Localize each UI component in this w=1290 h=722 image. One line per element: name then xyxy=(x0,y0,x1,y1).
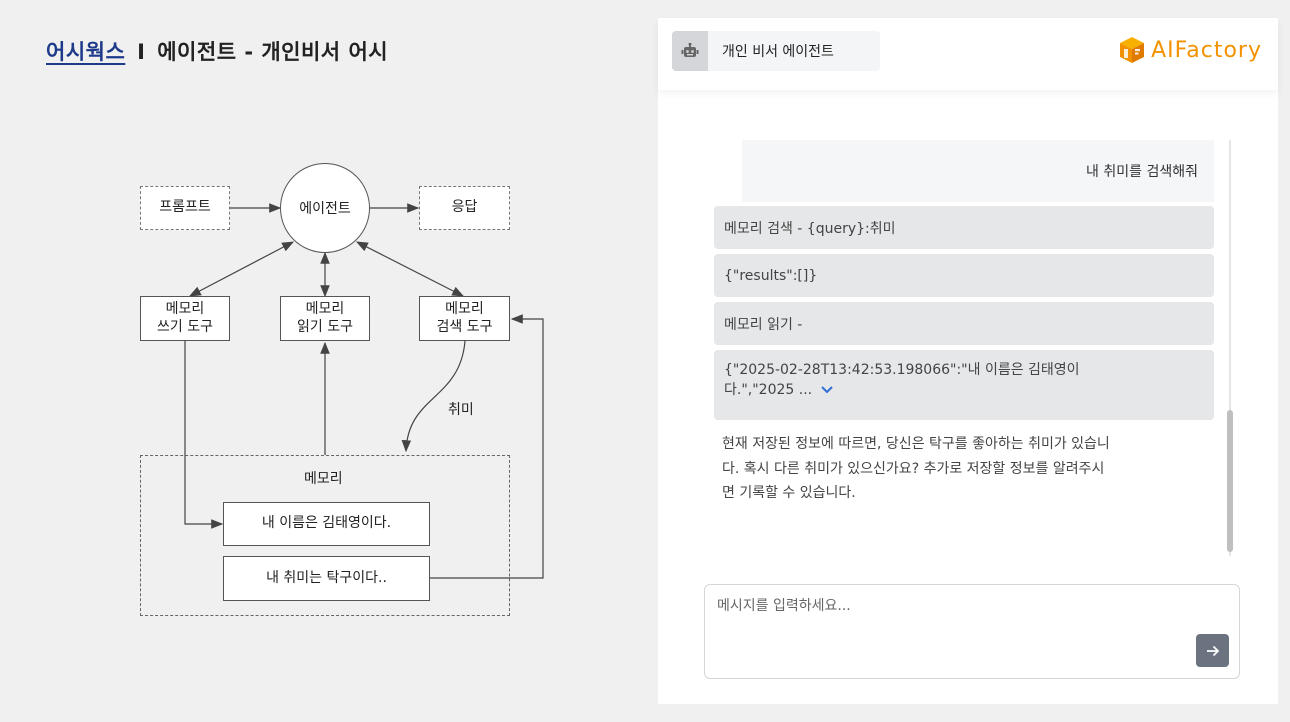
cube-logo-icon xyxy=(1120,37,1145,63)
arrow-search-memory xyxy=(401,340,466,453)
scrollbar-track xyxy=(1229,140,1231,556)
prompt-node: 프롬프트 xyxy=(140,186,230,230)
slide-title-separator: I xyxy=(137,40,146,64)
agent-selector[interactable]: 개인 비서 에이전트 xyxy=(672,31,880,71)
assistant-message: 현재 저장된 정보에 따르면, 당신은 탁구를 좋아하는 취미가 있습니 다. … xyxy=(722,432,1192,506)
slide-brand: 어시웍스 xyxy=(46,40,126,64)
memory-region xyxy=(140,455,510,616)
tool-call-text: 메모리 검색 - {query}:취미 xyxy=(724,220,896,237)
memory-item: 내 이름은 김태영이다. xyxy=(223,502,430,546)
message-input[interactable] xyxy=(717,595,1177,635)
arrow-memory-search xyxy=(430,314,544,579)
tool-result-message: {"2025-02-28T13:42:53.198066":"내 이름은 김태영… xyxy=(714,350,1214,420)
tool-call-message: 메모리 검색 - {query}:취미 xyxy=(714,206,1214,249)
assistant-line-3: 면 기록할 수 있습니다. xyxy=(722,485,856,501)
tool-result-text: {"results":[]} xyxy=(724,267,818,284)
prompt-label: 프롬프트 xyxy=(159,199,211,216)
chat-messages[interactable]: 내 취미를 검색해줘 메모리 검색 - {query}:취미 {"results… xyxy=(658,140,1278,556)
chat-app-window: 개인 비서 에이전트 AIFactory 내 취미를 검색해줘 메모리 검색 -… xyxy=(658,18,1278,704)
arrow-agent-write xyxy=(188,241,295,297)
slide-title-text: 에이전트 - 개인비서 어시 xyxy=(157,40,389,64)
arrow-right-icon xyxy=(1206,645,1219,656)
hobby-edge-label: 취미 xyxy=(448,402,474,418)
aifactory-logo: AIFactory xyxy=(1119,36,1262,64)
logo-text: AIFactory xyxy=(1151,37,1262,63)
tool-result-line-2: 다.","2025 ... xyxy=(724,382,813,399)
chat-scrollbar[interactable] xyxy=(1226,140,1234,556)
message-input-box[interactable] xyxy=(704,584,1240,679)
slide-title: 어시웍스 I 에이전트 - 개인비서 어시 xyxy=(46,36,388,66)
response-label: 응답 xyxy=(451,199,478,216)
scrollbar-thumb[interactable] xyxy=(1227,410,1233,552)
memory-item-label: 내 이름은 김태영이다. xyxy=(261,515,392,532)
read-tool-label-1: 메모리 xyxy=(305,301,345,317)
tool-call-message: 메모리 읽기 - xyxy=(714,302,1214,345)
send-button[interactable] xyxy=(1196,634,1229,667)
app-header: 개인 비서 에이전트 AIFactory xyxy=(658,18,1278,90)
robot-icon[interactable] xyxy=(672,31,708,71)
tool-call-text: 메모리 읽기 - xyxy=(724,316,803,333)
architecture-diagram: 프롬프트 에이전트 응답 메모리 쓰기 도구 메모리 읽기 도구 메모리 검색 … xyxy=(0,0,640,722)
agent-node: 에이전트 xyxy=(280,163,370,253)
agent-label: 에이전트 xyxy=(299,201,351,217)
write-tool-label-2: 쓰기 도구 xyxy=(157,318,213,335)
arrow-write-memory xyxy=(184,341,224,529)
memory-title: 메모리 xyxy=(304,471,343,487)
user-message: 내 취미를 검색해줘 xyxy=(742,140,1214,202)
memory-item-label: 내 취미는 탁구이다.. xyxy=(266,569,387,586)
arrow-agent-search xyxy=(355,241,465,297)
read-tool-node: 메모리 읽기 도구 xyxy=(280,296,370,341)
user-message-text: 내 취미를 검색해줘 xyxy=(1086,164,1198,180)
write-tool-node: 메모리 쓰기 도구 xyxy=(140,296,230,341)
search-tool-label-1: 메모리 xyxy=(445,301,484,317)
write-tool-label-1: 메모리 xyxy=(165,301,205,317)
chevron-down-icon[interactable] xyxy=(820,382,833,398)
search-tool-node: 메모리 검색 도구 xyxy=(419,296,510,341)
tool-result-message: {"results":[]} xyxy=(714,254,1214,297)
agent-name: 개인 비서 에이전트 xyxy=(722,44,834,60)
search-tool-label-2: 검색 도구 xyxy=(436,318,493,335)
assistant-line-2: 다. 혹시 다른 취미가 있으신가요? 추가로 저장할 정보를 알려주시 xyxy=(722,460,1105,477)
memory-item: 내 취미는 탁구이다.. xyxy=(223,556,430,601)
tool-result-line-1: {"2025-02-28T13:42:53.198066":"내 이름은 김태영… xyxy=(724,362,1080,378)
response-node: 응답 xyxy=(419,186,510,230)
diagram-connectors xyxy=(184,203,544,579)
read-tool-label-2: 읽기 도구 xyxy=(297,318,353,335)
assistant-line-1: 현재 저장된 정보에 따르면, 당신은 탁구를 좋아하는 취미가 있습니 xyxy=(722,436,1110,452)
